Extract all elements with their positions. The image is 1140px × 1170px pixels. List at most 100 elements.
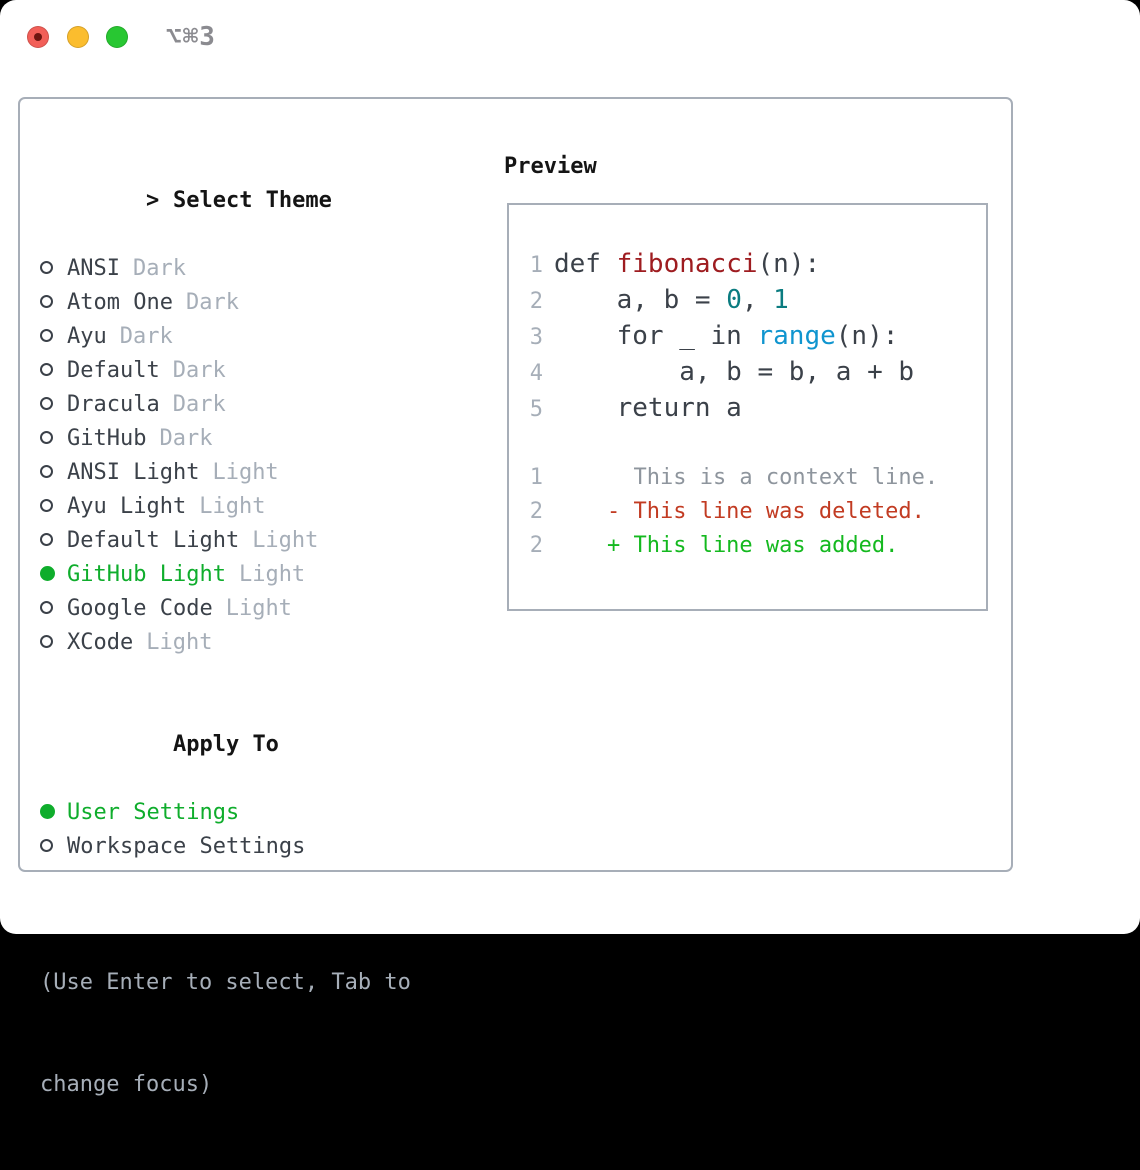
theme-option[interactable]: Ayu Dark xyxy=(40,320,411,354)
radio-selected-icon xyxy=(40,558,67,592)
theme-option[interactable]: ANSI Light Light xyxy=(40,456,411,490)
radio-unselected-icon xyxy=(40,354,67,388)
prompt-marker-icon: > xyxy=(145,188,160,213)
code-line: 3 for _ in range(n): xyxy=(527,319,986,355)
help-line-1: (Use Enter to select, Tab to xyxy=(40,970,411,995)
line-number: 2 xyxy=(529,499,543,524)
code-text: a, b = 0, 1 xyxy=(554,285,789,315)
theme-variant: Dark xyxy=(159,426,213,451)
theme-name: Google Code xyxy=(67,596,213,621)
theme-name: GitHub Light xyxy=(67,562,226,587)
code-text: def fibonacci(n): xyxy=(554,249,821,279)
line-number: 2 xyxy=(529,533,543,558)
select-theme-title: Select Theme xyxy=(172,188,332,213)
theme-variant: Dark xyxy=(172,392,226,417)
spacer xyxy=(40,660,411,694)
theme-name: Default Light xyxy=(67,528,240,553)
theme-option[interactable]: GitHub Light Light xyxy=(40,558,411,592)
radio-unselected-icon xyxy=(40,626,67,660)
help-line-2: change focus) xyxy=(40,1072,213,1097)
code-line: 1 def fibonacci(n): xyxy=(527,247,986,283)
apply-to-title: Apply To xyxy=(172,732,279,757)
close-dot-icon xyxy=(34,33,42,41)
radio-unselected-icon xyxy=(40,422,67,456)
radio-unselected-icon xyxy=(40,456,67,490)
radio-selected-icon xyxy=(40,796,67,830)
theme-variant: Dark xyxy=(132,256,186,281)
radio-unselected-icon xyxy=(40,490,67,524)
theme-option[interactable]: Default Dark xyxy=(40,354,411,388)
theme-variant: Dark xyxy=(172,358,226,383)
theme-name: ANSI Light xyxy=(67,460,200,485)
theme-name: ANSI xyxy=(67,256,120,281)
theme-variant: Light xyxy=(238,562,306,587)
theme-name: Ayu xyxy=(67,324,107,349)
apply-to-option[interactable]: Workspace Settings xyxy=(40,830,411,864)
titlebar: ⌥⌘3 xyxy=(0,0,1140,75)
theme-option[interactable]: XCode Light xyxy=(40,626,411,660)
code-line: 2 a, b = 0, 1 xyxy=(527,283,986,319)
theme-option[interactable]: ANSI Dark xyxy=(40,252,411,286)
diff-text: + This line was added. xyxy=(554,533,899,558)
help-text: (Use Enter to select, Tab to change focu… xyxy=(40,898,411,1170)
theme-name: Default xyxy=(67,358,160,383)
line-number: 2 xyxy=(529,289,543,314)
theme-variant: Dark xyxy=(185,290,239,315)
radio-unselected-icon xyxy=(40,592,67,626)
close-button[interactable] xyxy=(27,26,49,48)
code-text: for _ in range(n): xyxy=(554,321,899,351)
radio-unselected-icon xyxy=(40,320,67,354)
theme-name: Dracula xyxy=(67,392,160,417)
theme-option[interactable]: Default Light Light xyxy=(40,524,411,558)
theme-variant: Light xyxy=(225,596,292,621)
theme-option[interactable]: Dracula Dark xyxy=(40,388,411,422)
theme-option[interactable]: Ayu Light Light xyxy=(40,490,411,524)
theme-name: Ayu Light xyxy=(67,494,187,519)
apply-to-label: User Settings xyxy=(67,800,240,825)
zoom-button[interactable] xyxy=(106,26,128,48)
theme-variant: Light xyxy=(252,528,319,553)
apply-to-option[interactable]: User Settings xyxy=(40,796,411,830)
code-text: return a xyxy=(554,393,742,423)
code-text: a, b = b, a + b xyxy=(554,357,915,387)
radio-unselected-icon xyxy=(40,830,67,864)
theme-name: XCode xyxy=(67,630,134,655)
apply-to-label: Workspace Settings xyxy=(67,834,306,859)
minimize-button[interactable] xyxy=(67,26,89,48)
theme-variant: Dark xyxy=(119,324,173,349)
radio-unselected-icon xyxy=(40,388,67,422)
theme-option[interactable]: Atom One Dark xyxy=(40,286,411,320)
diff-text: This is a context line. xyxy=(554,465,939,490)
spacer xyxy=(527,427,986,461)
window-title: ⌥⌘3 xyxy=(166,22,216,52)
line-number: 1 xyxy=(529,465,543,490)
code-line: 5 return a xyxy=(527,391,986,427)
diff-preview: 1 This is a context line.2 - This line w… xyxy=(527,461,986,563)
theme-option[interactable]: Google Code Light xyxy=(40,592,411,626)
code-line: 4 a, b = b, a + b xyxy=(527,355,986,391)
theme-name: GitHub xyxy=(67,426,147,451)
line-number: 3 xyxy=(529,325,543,350)
radio-unselected-icon xyxy=(40,252,67,286)
line-number: 1 xyxy=(529,253,543,278)
spacer xyxy=(40,864,411,898)
diff-line: 2 - This line was deleted. xyxy=(527,495,986,529)
apply-to-header: Apply To xyxy=(40,694,411,796)
line-number: 4 xyxy=(529,361,543,386)
diff-text: - This line was deleted. xyxy=(554,499,925,524)
diff-line: 2 + This line was added. xyxy=(527,529,986,563)
theme-variant: Light xyxy=(199,494,266,519)
theme-option[interactable]: GitHub Dark xyxy=(40,422,411,456)
theme-variant: Light xyxy=(146,630,213,655)
diff-line: 1 This is a context line. xyxy=(527,461,986,495)
theme-name: Atom One xyxy=(67,290,173,315)
radio-unselected-icon xyxy=(40,524,67,558)
theme-variant: Light xyxy=(212,460,279,485)
preview-title: Preview xyxy=(504,154,597,179)
